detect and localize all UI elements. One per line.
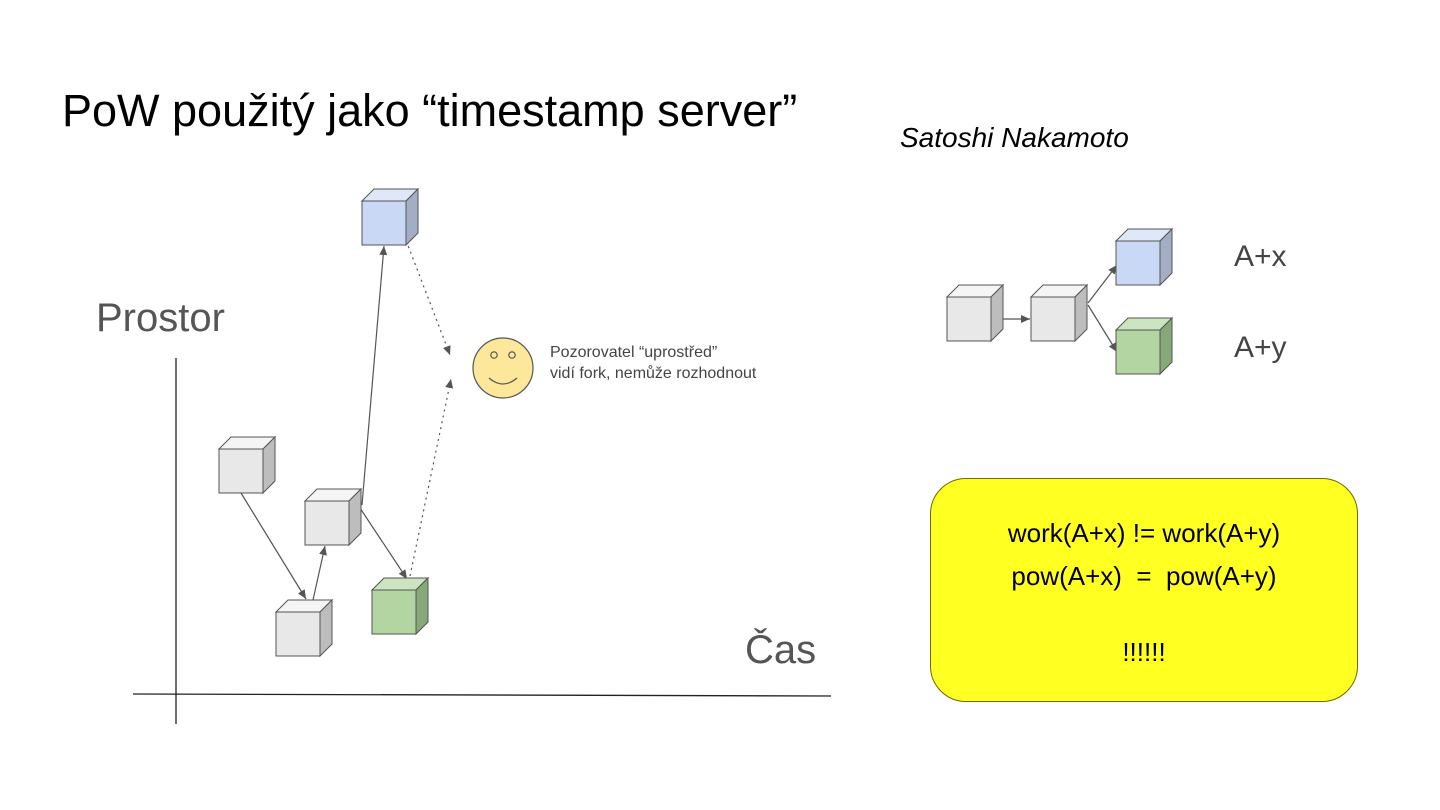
arrow-block3-to-green	[359, 507, 408, 580]
arrow-block2-to-block3	[312, 545, 327, 601]
page-title: PoW použitý jako “timestamp server”	[62, 85, 798, 136]
note-box: work(A+x) != work(A+y) pow(A+x) = pow(A+…	[930, 478, 1358, 702]
attribution: Satoshi Nakamoto	[900, 122, 1129, 153]
x-axis-label: Čas	[745, 628, 817, 672]
arrow-block3-to-blue	[361, 245, 388, 506]
fork-block-ay	[1115, 317, 1173, 375]
block-gray-1	[218, 436, 276, 494]
note-line-work: work(A+x) != work(A+y)	[1007, 518, 1281, 548]
block-blue-fork	[361, 188, 419, 246]
fork-block-b	[1030, 284, 1088, 342]
arrow-block1-to-block2	[240, 492, 307, 600]
fork-label-ax: A+x	[1234, 240, 1287, 273]
block-green-fork	[371, 577, 429, 635]
dotted-blue-to-observer	[403, 234, 451, 356]
block-gray-2	[275, 599, 333, 657]
dotted-green-to-observer	[409, 378, 454, 577]
x-axis	[132, 693, 832, 697]
fork-block-ax	[1115, 228, 1173, 286]
observer-caption: Pozorovatel “uprostřed” vidí fork, nemůž…	[550, 342, 756, 384]
observer-caption-line1: Pozorovatel “uprostřed”	[550, 344, 718, 361]
fork-block-a	[946, 284, 1004, 342]
block-gray-3	[304, 488, 362, 546]
smiley-face-icon	[472, 337, 534, 399]
observer-caption-line2: vidí fork, nemůže rozhodnout	[550, 365, 757, 382]
y-axis-label: Prostor	[96, 296, 225, 340]
fork-label-ay: A+y	[1234, 331, 1287, 364]
arrow-fork-to-ax	[1087, 264, 1118, 304]
arrow-fork-to-ay	[1087, 304, 1118, 353]
note-line-exclaim: !!!!!!	[1122, 637, 1166, 667]
note-line-pow: pow(A+x) = pow(A+y)	[1011, 561, 1277, 591]
